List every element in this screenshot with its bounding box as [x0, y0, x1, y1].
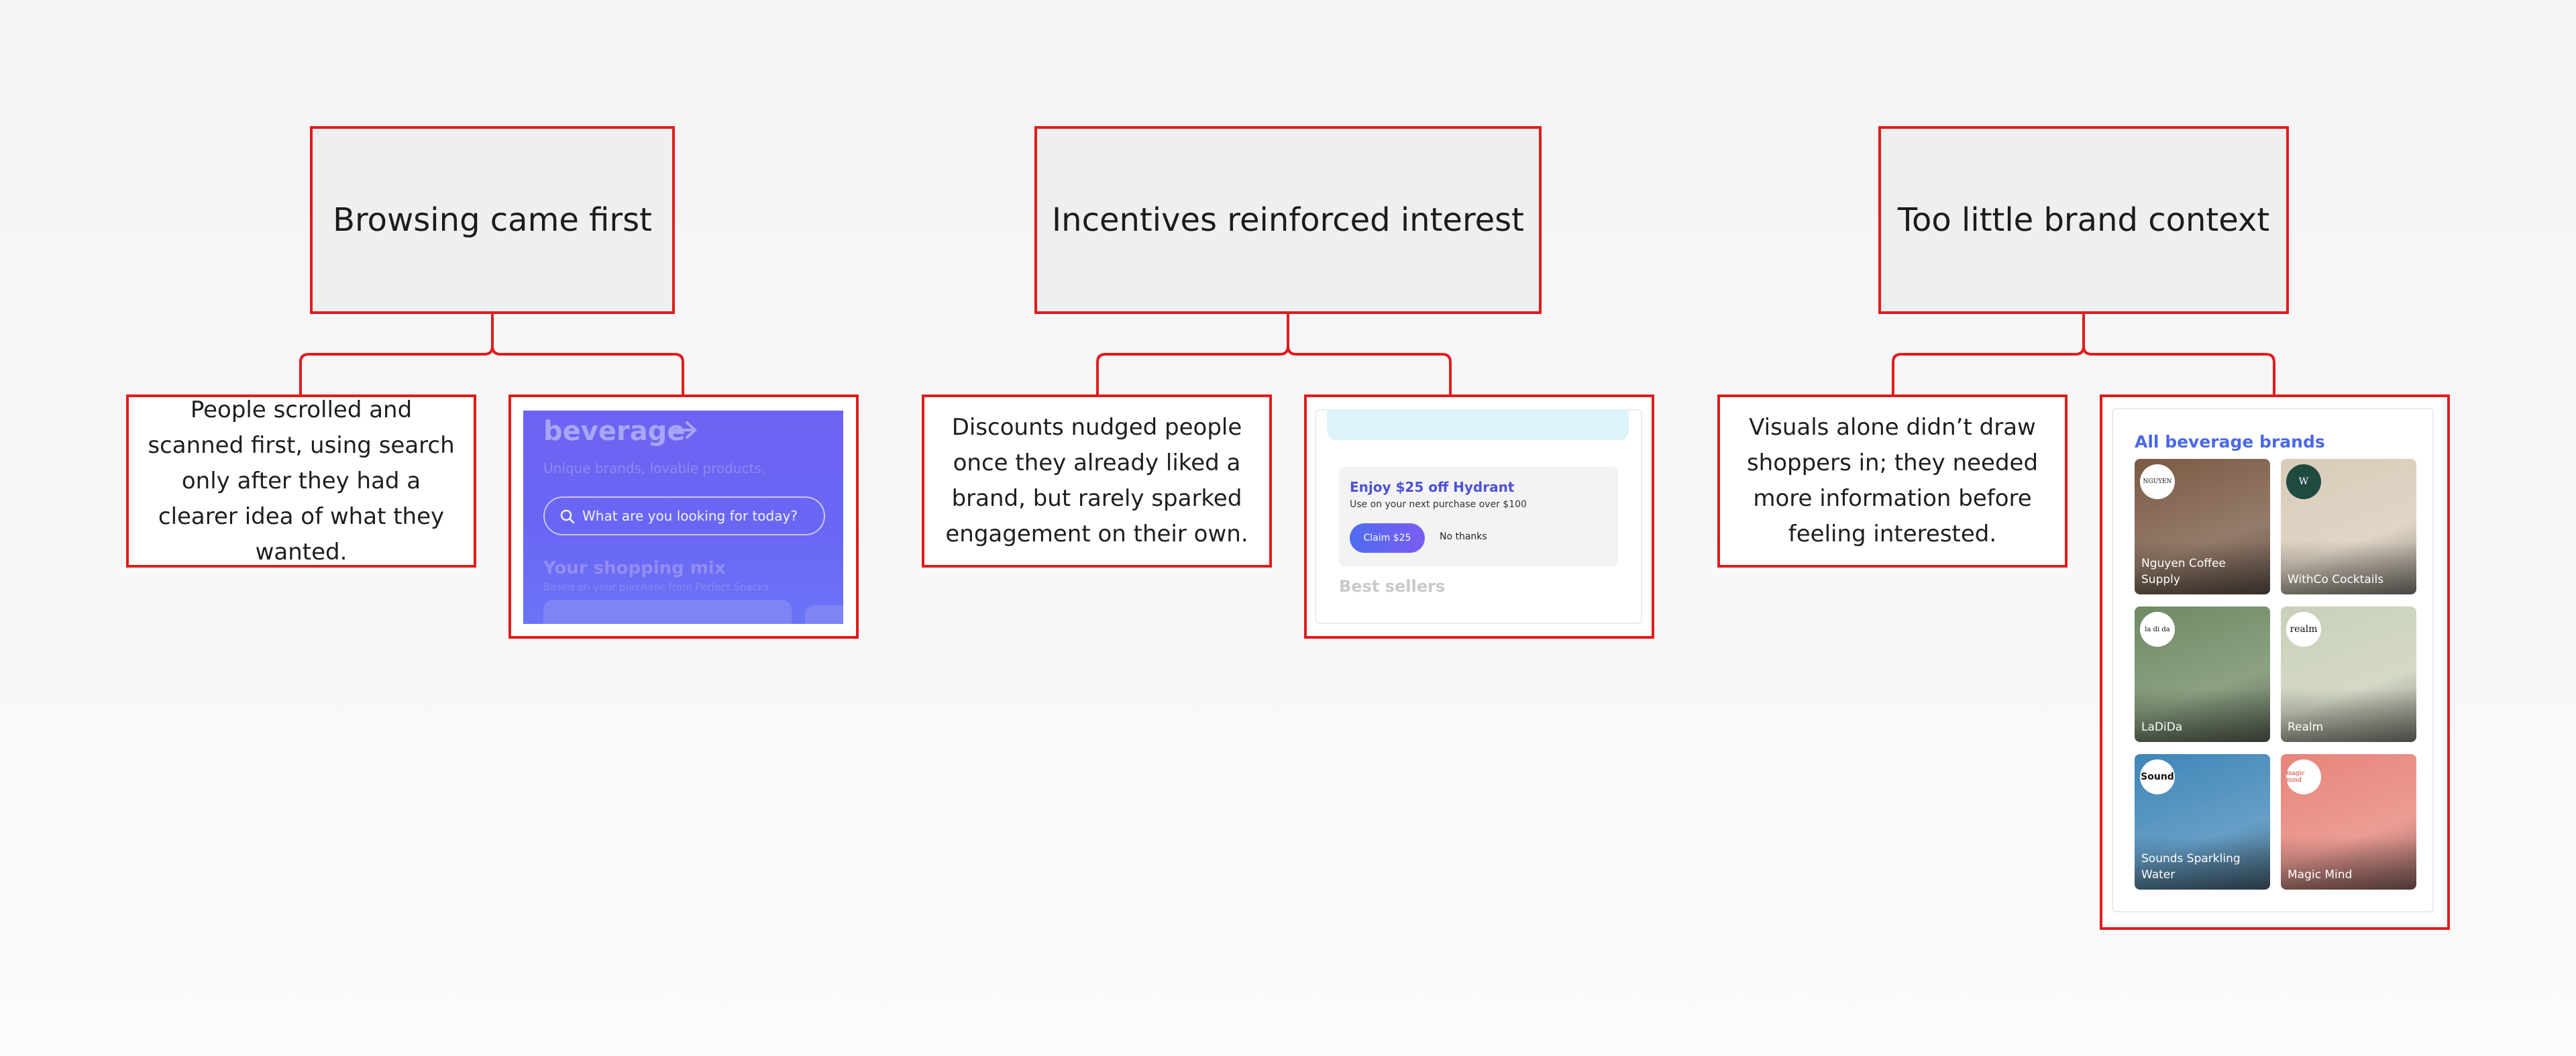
note-box-brand-context: Visuals alone didn’t draw shoppers in; t… [1717, 394, 2068, 568]
brands-title: All beverage brands [2135, 432, 2325, 452]
note-box-incentives: Discounts nudged people once they alread… [922, 394, 1272, 568]
brand-logo: realm [2286, 612, 2321, 647]
claim-button[interactable]: Claim $25 [1350, 523, 1425, 553]
brand-name: Sounds Sparkling Water [2141, 852, 2241, 882]
arrow-right-icon [674, 421, 697, 439]
screen-border [2112, 408, 2434, 912]
section-subtitle: Based on your purchase from Perfect Snac… [543, 581, 769, 593]
heading-box-incentives: Incentives reinforced interest [1034, 126, 1542, 314]
brand-tile-withco[interactable]: W WithCo Cocktails [2281, 459, 2416, 594]
brand-tile-sounds[interactable]: Sound Sounds Sparkling Water [2135, 754, 2270, 890]
product-card[interactable] [543, 600, 792, 624]
connector-col1 [299, 314, 684, 394]
brands-screen: All beverage brands NGUYEN Nguyen Coffee… [2112, 408, 2434, 912]
connector-col2 [1096, 314, 1452, 394]
brand-tile-realm[interactable]: realm Realm [2281, 606, 2416, 742]
note-box-browsing: People scrolled and scanned first, using… [126, 394, 476, 568]
note-text: Discounts nudged people once they alread… [945, 414, 1248, 547]
offer-card: Enjoy $25 off Hydrant Use on your next p… [1339, 467, 1618, 566]
note-text: People scrolled and scanned first, using… [148, 396, 455, 566]
brand-name: WithCo Cocktails [2288, 573, 2384, 586]
best-sellers-title: Best sellers [1339, 577, 1446, 596]
section-title: Your shopping mix [543, 558, 726, 578]
brand-logo: Sound [2140, 759, 2175, 794]
brand-tile-magic-mind[interactable]: magic mind Magic Mind [2281, 754, 2416, 890]
brand-name: LaDiDa [2141, 721, 2183, 734]
heading-text: Browsing came first [333, 201, 652, 239]
brand-logo: la di da [2140, 612, 2175, 647]
brand-logo: magic mind [2286, 759, 2321, 794]
search-placeholder: What are you looking for today? [582, 508, 798, 524]
brand-tile-nguyen[interactable]: NGUYEN Nguyen Coffee Supply [2135, 459, 2270, 594]
search-input[interactable]: What are you looking for today? [543, 496, 825, 535]
offer-title: Enjoy $25 off Hydrant [1350, 479, 1515, 495]
heading-text: Too little brand context [1897, 201, 2270, 239]
offer-subtitle: Use on your next purchase over $100 [1350, 499, 1527, 510]
promo-card [1327, 409, 1629, 440]
brand-logo: NGUYEN [2140, 464, 2175, 499]
heading-text: Incentives reinforced interest [1052, 201, 1524, 239]
offer-screen: Enjoy $25 off Hydrant Use on your next p… [1315, 409, 1642, 624]
brand-tile-ladida[interactable]: la di da LaDiDa [2135, 606, 2270, 742]
brand-name: Magic Mind [2288, 868, 2353, 882]
connector-col3 [1892, 314, 2275, 394]
heading-box-brand-context: Too little brand context [1878, 126, 2289, 314]
phone-tagline: Unique brands, lovable products. [543, 460, 766, 476]
no-thanks-button[interactable]: No thanks [1440, 531, 1487, 542]
phone-screen: beverage Unique brands, lovable products… [523, 411, 843, 624]
brand-logo: W [2286, 464, 2321, 499]
note-text: Visuals alone didn’t draw shoppers in; t… [1746, 414, 2039, 547]
search-icon [560, 509, 575, 524]
product-card[interactable] [805, 605, 843, 624]
brand-name: Nguyen Coffee Supply [2141, 557, 2226, 586]
heading-box-browsing: Browsing came first [310, 126, 675, 314]
phone-headline: beverage [543, 416, 686, 447]
brand-name: Realm [2288, 721, 2324, 734]
